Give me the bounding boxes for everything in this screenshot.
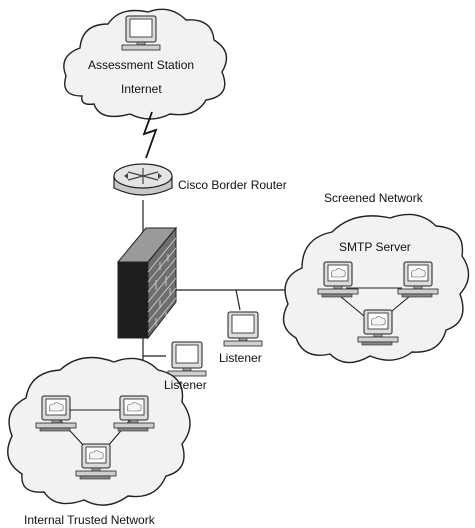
border-router-label: Cisco Border Router — [178, 178, 287, 192]
internal-network-label: Internal Trusted Network — [24, 513, 155, 527]
screened-network-label: Screened Network — [324, 191, 423, 205]
firewall-brick-icon — [116, 226, 178, 340]
smtp-server-workstation-icon — [317, 261, 359, 298]
assessment-station-workstation-icon — [121, 15, 161, 51]
internal-network-cloud — [7, 356, 191, 506]
lightning-wan-link-icon — [142, 111, 158, 159]
internal-workstation-icon — [35, 395, 77, 432]
screened-workstation-icon — [397, 261, 439, 298]
screened-workstation-icon — [357, 309, 399, 346]
router-icon — [113, 163, 173, 196]
listener-internal-label: Listener — [164, 378, 207, 392]
internet-label: Internet — [121, 82, 162, 96]
smtp-server-label: SMTP Server — [339, 240, 411, 254]
assessment-station-label: Assessment Station — [88, 58, 195, 72]
internal-workstation-icon — [75, 443, 117, 480]
listener-screened-workstation-icon — [223, 311, 263, 347]
listener-screened-tap — [235, 289, 241, 311]
listener-screened-label: Listener — [219, 351, 262, 365]
internet-cloud — [63, 8, 228, 120]
internal-workstation-icon — [113, 395, 155, 432]
listener-internal-workstation-icon — [167, 341, 207, 377]
